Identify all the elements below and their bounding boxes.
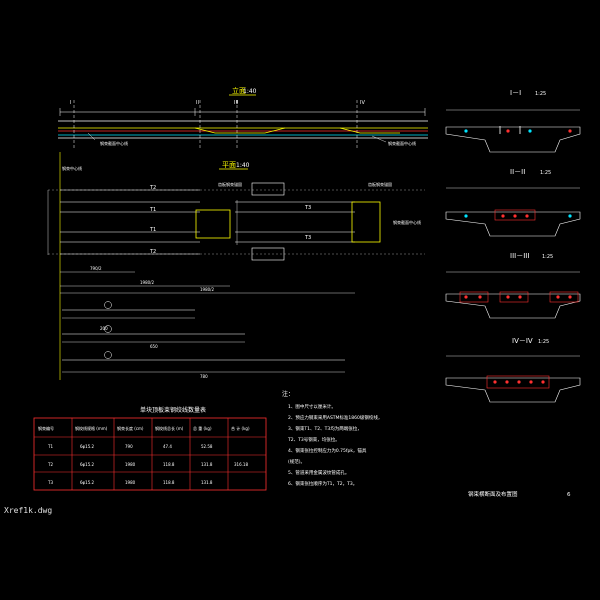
plan-scale: 1:40 xyxy=(236,162,250,169)
sheet-number: 6 xyxy=(567,492,571,498)
table-header-4: 钢绞线总长 (m) xyxy=(155,425,184,431)
table-cell-total: 316.18 xyxy=(234,462,248,467)
section-4-title: IV－IV xyxy=(512,337,533,345)
notes-block: 注： 1、图中尺寸以厘米计。 2、预应力钢束采用ASTM标准1860级钢绞线， … xyxy=(282,390,382,487)
note-line: 3、钢束T1、T2、T3均为两端张拉， xyxy=(288,425,362,432)
table-header-6: 合 计 (kg) xyxy=(231,425,250,431)
table-cell: 6φ15.2 xyxy=(80,462,95,467)
section-mark-3: III xyxy=(234,100,238,106)
table-cell: 47.4 xyxy=(163,444,172,449)
note-line: 2、预应力钢束采用ASTM标准1860级钢绞线， xyxy=(288,414,382,421)
dim-6: 780 xyxy=(200,374,208,379)
table-cell: 1980 xyxy=(125,480,136,485)
table-cell: T3 xyxy=(47,480,53,485)
table-cell: 118.8 xyxy=(163,462,175,467)
plan-view: 平面 1:40 T2 T1 T1 T2 T3 T3 钢束中心线 xyxy=(47,152,425,380)
table-cell: 52.58 xyxy=(201,444,213,449)
plan-note-left: 钢束中心线 xyxy=(62,165,82,171)
section-mark-2: II xyxy=(196,100,199,106)
plan-title: 平面 xyxy=(222,161,236,169)
table-cell: 6φ15.2 xyxy=(80,480,95,485)
tendon-label-t2b: T2 xyxy=(149,249,156,255)
note-line: 4、钢束张拉控制应力为0.75fpk，锚具 xyxy=(288,447,367,454)
elevation-note-right: 钢束截面中心线 xyxy=(388,140,416,146)
table-cell: 118.8 xyxy=(163,480,175,485)
section-2-title: II－II xyxy=(510,168,525,176)
cross-sections: I－I 1:25 II－II 1:25 III－III 1:25 xyxy=(445,89,581,403)
note-line: 1、图中尺寸以厘米计。 xyxy=(288,403,336,410)
notes-title: 注： xyxy=(282,390,294,398)
plan-note-far: 钢束截面中心线 xyxy=(393,219,421,225)
table-header-5: 总 重 (kg) xyxy=(193,425,212,431)
section-mark-4: IV xyxy=(360,100,365,106)
tendon-label-t1b: T1 xyxy=(149,227,156,233)
section-4-scale: 1:25 xyxy=(538,339,549,345)
note-line: 5、管道采用金属波纹管成孔。 xyxy=(288,469,349,476)
tendon-label-t2a: T2 xyxy=(149,185,156,191)
table-cell: 131.8 xyxy=(201,462,213,467)
table-cell: T1 xyxy=(47,444,53,449)
table-cell: 790 xyxy=(125,444,133,449)
table-cell: 6φ15.2 xyxy=(80,444,95,449)
table-cell: 131.8 xyxy=(201,480,213,485)
table-title: 单块顶板束钢绞线数量表 xyxy=(140,406,206,414)
section-1-title: I－I xyxy=(510,89,521,97)
note-line: 6、钢束张拉顺序为T1，T2，T3。 xyxy=(288,480,357,487)
elevation-view: 立面 1:40 I II III IV 钢束截面中心线 钢束截面中心线 xyxy=(58,86,428,148)
section-mark-1: I xyxy=(70,100,71,106)
tendon-label-t1a: T1 xyxy=(149,207,156,213)
elevation-scale: 1:40 xyxy=(243,88,257,95)
table-header-2: 钢绞线规格 (mm) xyxy=(75,425,108,431)
dim-3: 1980/2 xyxy=(200,287,215,292)
tendon-label-t3b: T3 xyxy=(304,235,311,241)
table-header-1: 钢束编号 xyxy=(38,425,54,431)
note-line: (规范)。 xyxy=(288,458,305,465)
dim-2: 1980/2 xyxy=(140,280,155,285)
tendon-label-t3a: T3 xyxy=(304,205,311,211)
quantity-table: 单块顶板束钢绞线数量表 钢束编号 钢绞线规格 (mm) 钢束长度 (cm) 钢绞… xyxy=(33,406,267,491)
elevation-title: 立面 xyxy=(232,86,246,95)
dim-4: 200 xyxy=(100,326,108,331)
note-line: T2、T3号钢束，均张拉。 xyxy=(287,436,340,443)
tendon-shapes: 200 650 780 xyxy=(62,301,345,379)
dim-5: 650 xyxy=(150,344,158,349)
dim-1: 790/2 xyxy=(90,266,102,271)
title-block: 钢束横断面及布置图 6 xyxy=(468,490,571,498)
section-3-title: III－III xyxy=(510,252,529,260)
elevation-note: 钢束截面中心线 xyxy=(100,140,128,146)
section-2-scale: 1:25 xyxy=(540,170,551,176)
table-header-3: 钢束长度 (cm) xyxy=(117,425,144,431)
plan-note-right: 齿板钢束锚固 xyxy=(368,181,392,187)
table-cell: T2 xyxy=(47,462,53,467)
table-cell: 1980 xyxy=(125,462,136,467)
drawing-title: 钢束横断面及布置图 xyxy=(468,490,518,498)
section-1-scale: 1:25 xyxy=(535,91,546,97)
file-tab-label[interactable]: Xref1k.dwg xyxy=(4,506,53,515)
section-3-scale: 1:25 xyxy=(542,254,553,260)
plan-note-mid: 齿板钢束锚固 xyxy=(218,181,242,187)
